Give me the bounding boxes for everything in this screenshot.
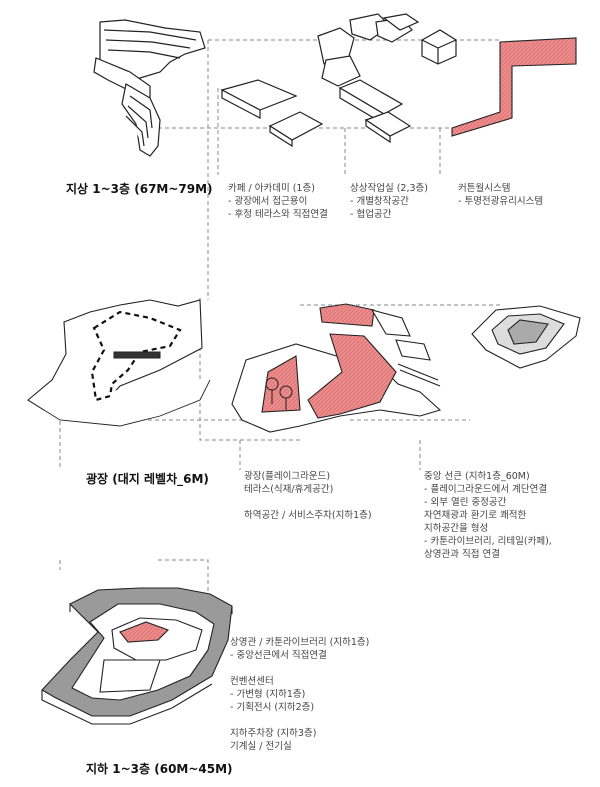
basement-line-3 — [230, 662, 369, 675]
upper-terrace-building — [93, 19, 206, 157]
upper-cafe-note: 카페 / 아카데미 (1층) - 광장에서 접근용이 - 후정 테라스와 직접연… — [228, 182, 328, 221]
plaza-left-line-3 — [244, 496, 372, 509]
plaza-center — [231, 303, 442, 433]
plaza-right-note: 중앙 선큰 (지하1층_60M) - 플레이그라운드에서 계단연결 - 외부 열… — [424, 470, 552, 561]
leader-lines — [59, 39, 500, 636]
cafe-title: 카페 / 아카데미 (1층) — [228, 183, 315, 194]
basement-massing — [41, 587, 233, 725]
plaza-right-line-6: - 카툰라이브러리, 리테일(카페), — [424, 536, 552, 547]
upper-studio-note: 상상작업실 (2,3층) - 개별창작공간 - 협업공간 — [350, 182, 428, 221]
upper-studio-blocks — [220, 13, 457, 148]
basement-line-1: 상영관 / 카툰라이브러리 (지하1층) — [230, 637, 370, 648]
basement-line-4: 컨벤션센터 — [230, 676, 274, 687]
cafe-line-1: - 광장에서 접근용이 — [228, 196, 308, 207]
plaza-stair — [113, 351, 161, 359]
basement-line-2: - 중앙선큰에서 직접연결 — [230, 650, 327, 661]
basement-line-7 — [230, 714, 369, 727]
plaza-heading: 광장 (대지 레벨차_6M) — [86, 472, 209, 486]
basement-line-6: - 기획전시 (지하2층) — [230, 702, 315, 713]
plaza-right-line-5: 지하공간을 형성 — [424, 523, 489, 534]
upper-heading: 지상 1~3층 (67M~79M) — [66, 182, 213, 196]
basement-line-8: 지하주차장 (지하3층) — [230, 728, 317, 739]
studio-line-1: - 개별창작공간 — [350, 196, 409, 207]
basement-note: 상영관 / 카툰라이브러리 (지하1층) - 중앙선큰에서 직접연결 컨벤션센터… — [230, 636, 369, 753]
curtain-line-1: - 투명전광유리시스템 — [458, 196, 544, 207]
studio-title: 상상작업실 (2,3층) — [350, 183, 428, 194]
cafe-line-2: - 후정 테라스와 직접연결 — [228, 209, 328, 220]
upper-curtain-note: 커튼월시스템 - 투명전광유리시스템 — [458, 182, 543, 208]
plaza-terrain — [27, 299, 211, 427]
studio-line-2: - 협업공간 — [350, 209, 392, 220]
curtain-title: 커튼월시스템 — [458, 183, 511, 194]
plaza-left-line-2: 테라스(식재/휴게공간) — [244, 484, 334, 495]
curtain-wall-ribbon — [451, 37, 577, 137]
basement-heading: 지하 1~3층 (60M~45M) — [86, 762, 233, 776]
plaza-right-line-7: 상영관과 직접 연결 — [424, 549, 500, 560]
plaza-right-line-3: - 외부 열린 중정공간 — [424, 497, 507, 508]
plaza-right-line-2: - 플레이그라운드에서 계단연결 — [424, 484, 548, 495]
plaza-dashed-outline — [90, 310, 182, 402]
plaza-left-note: 광장(플레이그라운드) 테라스(식재/휴게공간) 하역공간 / 서비스주차(지하… — [244, 470, 372, 522]
sunken-courtyard — [471, 305, 581, 369]
basement-line-5: - 가변형 (지하1층) — [230, 689, 306, 700]
plaza-right-line-4: 자연채광과 환기로 쾌적한 — [424, 510, 527, 521]
plaza-left-line-1: 광장(플레이그라운드) — [244, 471, 331, 482]
basement-line-9: 기계실 / 전기실 — [230, 741, 292, 752]
tree-icon — [265, 377, 293, 410]
plaza-left-line-4: 하역공간 / 서비스주차(지하1층) — [244, 510, 372, 521]
plaza-right-line-1: 중앙 선큰 (지하1층_60M) — [424, 471, 530, 482]
